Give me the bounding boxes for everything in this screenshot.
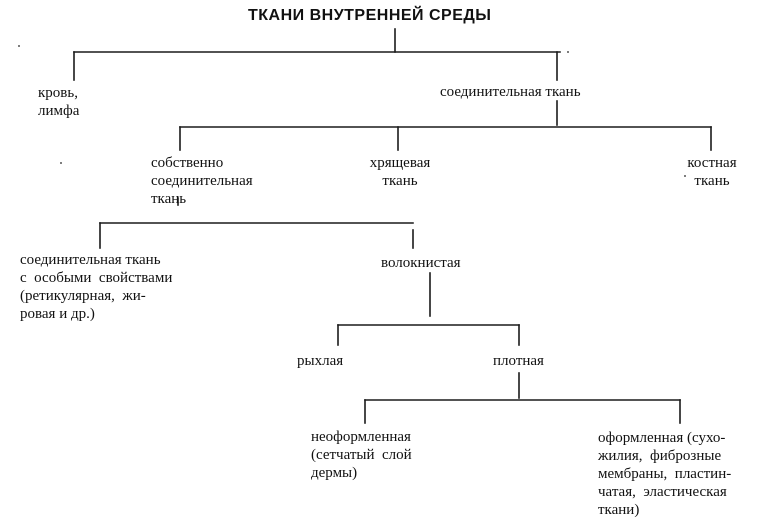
- scan-speck: [684, 175, 686, 177]
- scan-speck: [60, 162, 62, 164]
- node-formed: оформленная (сухо- жилия, фиброзные мемб…: [598, 430, 732, 518]
- scan-speck: [18, 45, 20, 47]
- node-blood-lymph: кровь, лимфа: [38, 85, 80, 119]
- diagram-title: ТКАНИ ВНУТРЕННЕЙ СРЕДЫ: [248, 7, 492, 24]
- scan-speck: [567, 51, 569, 53]
- node-loose: рыхлая: [297, 353, 344, 369]
- node-cartilage: хрящевая ткань: [369, 155, 431, 189]
- node-connective-tissue: соединительная ткань: [440, 84, 581, 100]
- node-proper-connective: собственно соединительная ткань: [151, 155, 253, 207]
- node-unformed: неоформленная (сетчатый слой дермы): [311, 429, 412, 481]
- node-fibrous: волокнистая: [381, 255, 461, 271]
- node-bone: костная ткань: [687, 155, 737, 189]
- node-dense: плотная: [493, 353, 544, 369]
- node-special-properties: соединительная ткань с особыми свойствам…: [20, 252, 173, 322]
